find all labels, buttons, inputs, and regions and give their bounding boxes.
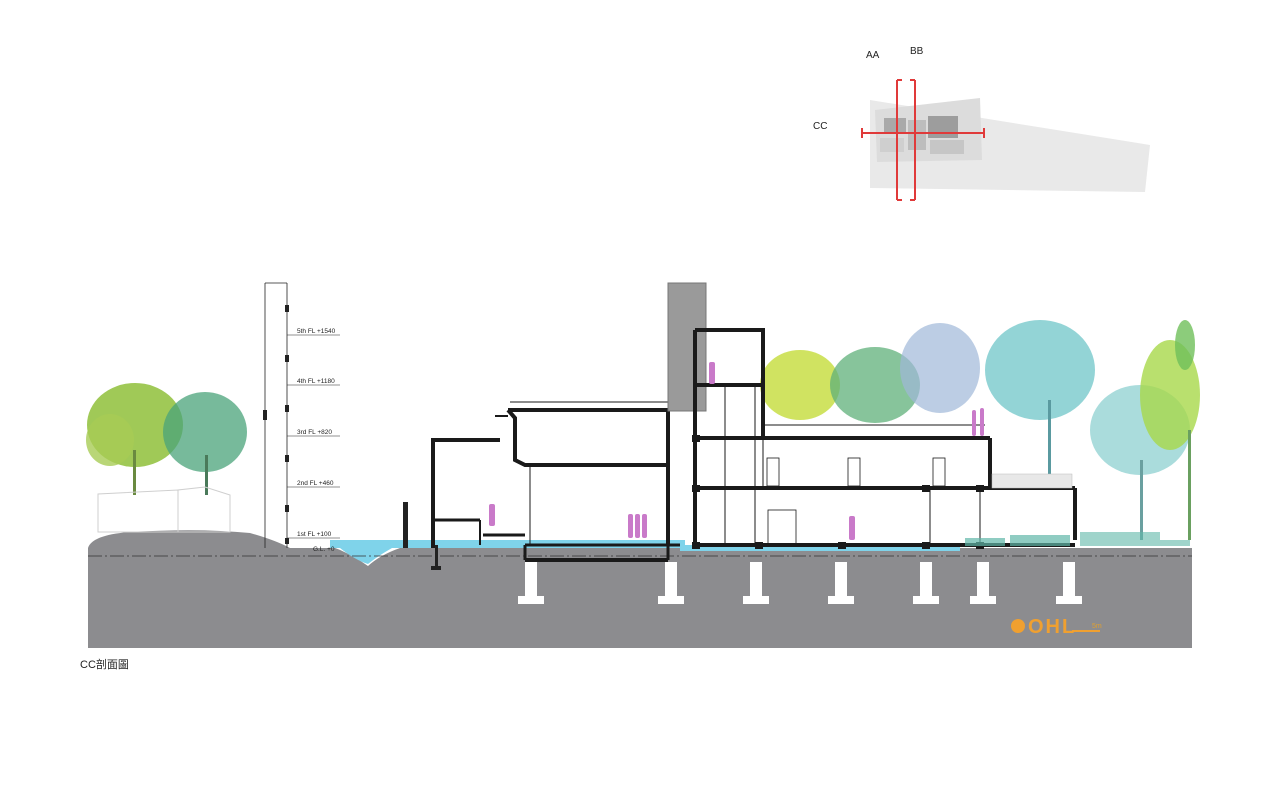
- level-gl: G.L. +0: [313, 546, 335, 553]
- level-4th: 4th FL +1180: [297, 378, 335, 385]
- trees-right: [760, 320, 1200, 540]
- logo-scale: OHL 5m: [1011, 616, 1102, 638]
- mound: [88, 530, 290, 548]
- terrace-railing: [991, 473, 1073, 489]
- grasses: [965, 532, 1190, 546]
- logo-mark: [1011, 619, 1025, 633]
- structure-nodes: [692, 435, 984, 549]
- key-plan-block: [930, 140, 964, 154]
- level-ruler: 5th FL +1540 4th FL +1180 3rd FL +820 2n…: [263, 282, 340, 553]
- ground: [88, 548, 1192, 648]
- key-plan-block: [908, 120, 926, 150]
- key-plan-label-aa: AA: [866, 50, 880, 61]
- level-2nd: 2nd FL +460: [297, 480, 334, 487]
- foundation-piles: [518, 562, 1082, 604]
- level-1st: 1st FL +100: [297, 531, 332, 538]
- wall-post: [403, 502, 408, 548]
- cut-line-bb: [910, 79, 916, 201]
- trees-left: [86, 383, 247, 495]
- level-3rd: 3rd FL +820: [297, 429, 332, 436]
- key-plan-label-cc: CC: [813, 121, 828, 132]
- scale-label: 5m: [1092, 623, 1102, 630]
- level-5th: 5th FL +1540: [297, 328, 336, 335]
- logo-text: OHL: [1028, 616, 1076, 638]
- key-plan-label-bb: BB: [910, 46, 924, 57]
- cut-line-cc: [861, 128, 985, 138]
- pool: [680, 545, 960, 551]
- cut-line-aa: [896, 79, 902, 201]
- building-section: [431, 282, 1077, 562]
- key-plan: [861, 79, 1150, 201]
- key-plan-block: [884, 118, 906, 134]
- shed: [97, 489, 179, 533]
- drawing-caption: CC剖面圖: [80, 659, 129, 671]
- people-figures: [489, 362, 984, 540]
- pool: [330, 540, 685, 548]
